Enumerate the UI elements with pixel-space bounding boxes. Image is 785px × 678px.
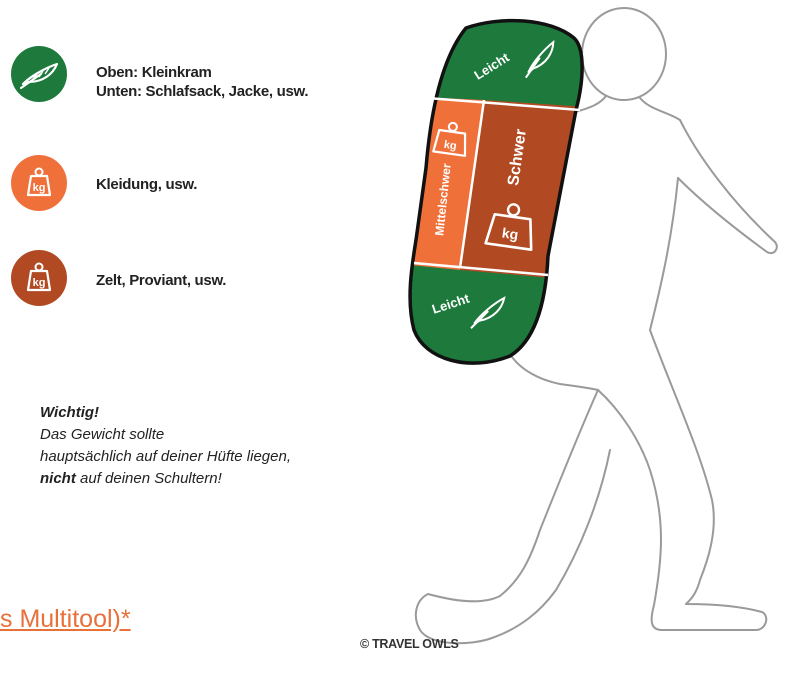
important-note: Wichtig! Das Gewicht sollte hauptsächlic… [40, 402, 291, 490]
note-line3-rest: auf deinen Schultern! [76, 470, 222, 487]
note-line3-strong: nicht [40, 470, 76, 487]
multitool-link[interactable]: s Multitool)* [0, 605, 131, 634]
backpack: Leicht Mittelschwer kg Schwer kg Leicht [372, 0, 612, 393]
svg-text:kg: kg [501, 225, 519, 243]
note-line3: nicht auf deinen Schultern! [40, 468, 291, 490]
svg-text:kg: kg [443, 139, 457, 153]
copyright-text: © TRAVEL OWLS [360, 637, 459, 651]
note-line1: Das Gewicht sollte [40, 424, 291, 446]
note-line2: hauptsächlich auf deiner Hüfte liegen, [40, 446, 291, 468]
note-heading: Wichtig! [40, 402, 291, 424]
